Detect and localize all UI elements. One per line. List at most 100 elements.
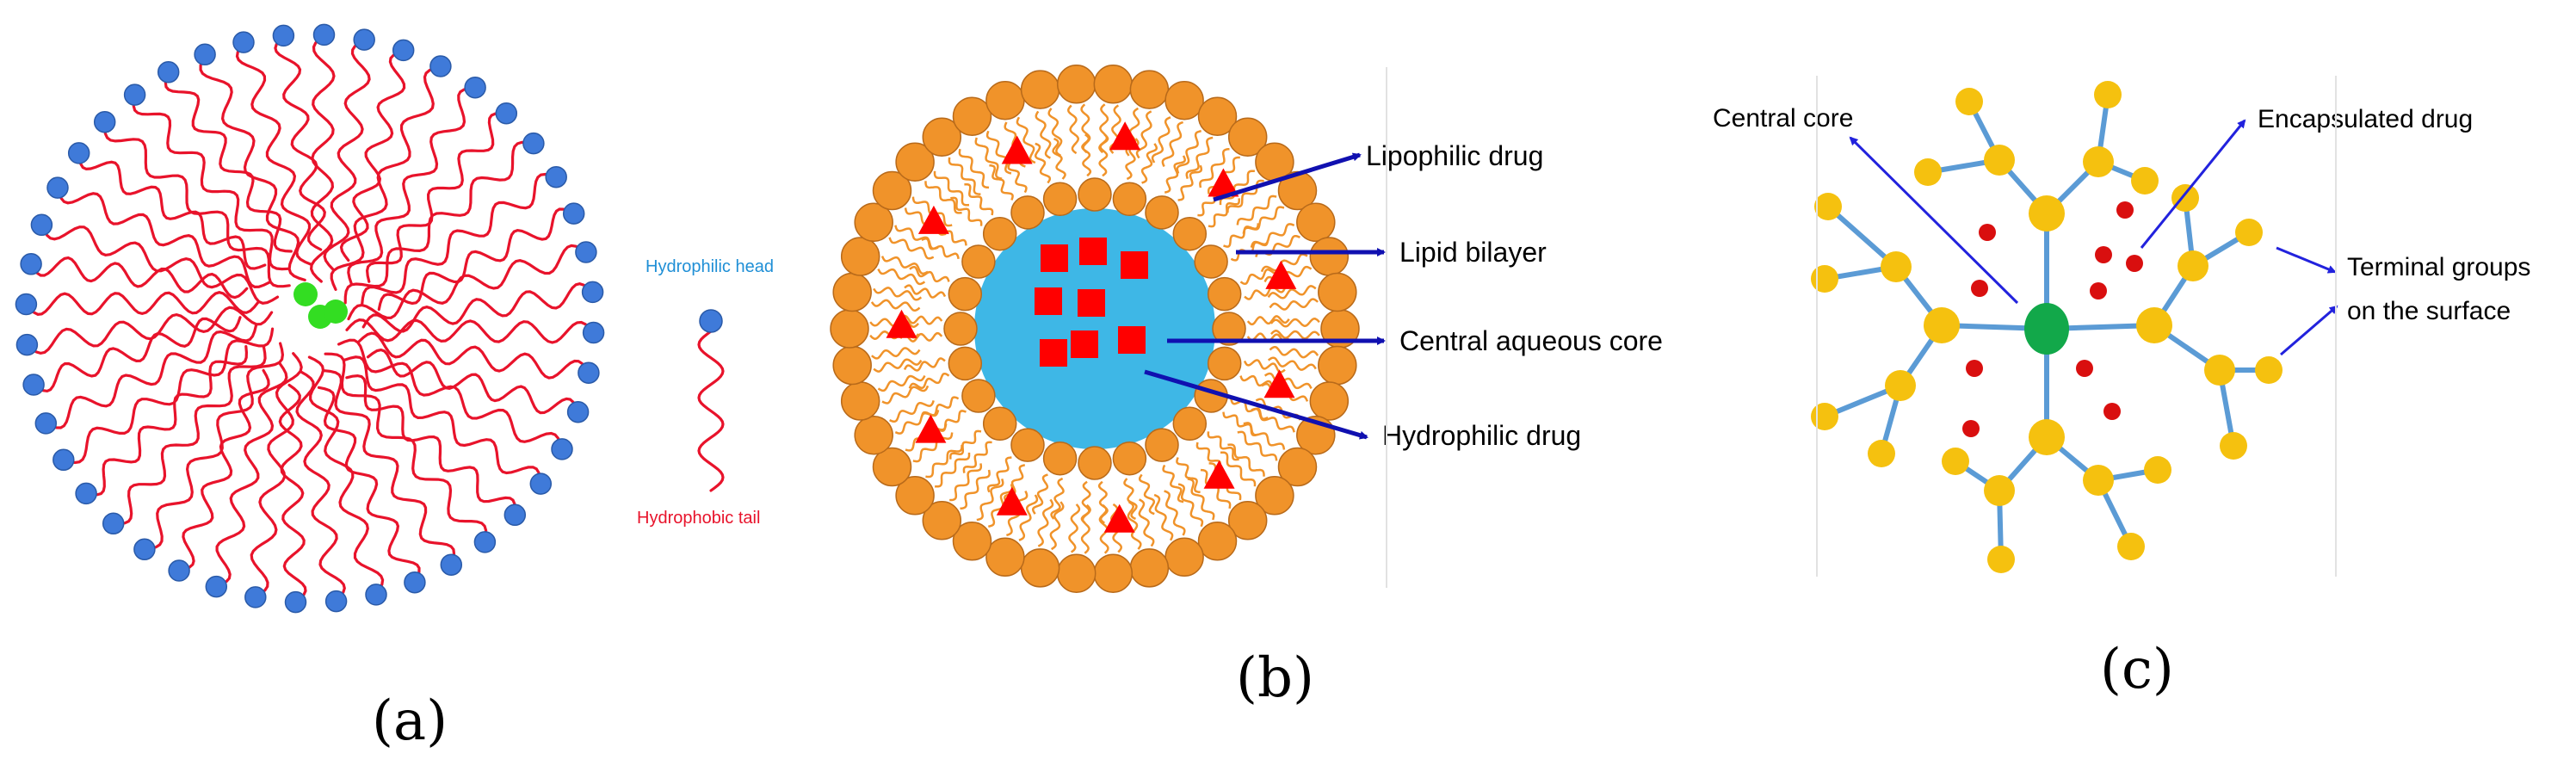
lipid-tail-inner <box>921 238 960 259</box>
lipid-head-outer <box>985 537 1025 577</box>
lipid-tail-inner <box>1123 478 1138 521</box>
lipid-head-inner <box>1010 195 1045 230</box>
lipid-tail-outer <box>924 181 962 214</box>
lipid-tail-outer <box>1135 110 1152 159</box>
hydrophilic-head <box>503 503 527 527</box>
hydrophilic-head <box>473 531 497 553</box>
hydrophilic-head <box>440 553 463 576</box>
lipid-tail-outer <box>925 444 963 479</box>
lipid-head-inner <box>1207 346 1242 381</box>
hydrophobic-tail <box>361 172 558 306</box>
lipid-head-inner <box>1112 441 1147 476</box>
hydrophilic-drug-square <box>1078 289 1105 317</box>
lipid-head-inner <box>961 379 996 413</box>
lipid-tail-outer <box>933 170 970 207</box>
dendrimer-core <box>2024 303 2069 355</box>
lipid-tail-outer <box>1199 147 1230 188</box>
hydrophobic-tail <box>323 38 371 271</box>
lipid-tail-outer <box>1269 298 1319 311</box>
lipid-tail-inner <box>1050 477 1065 520</box>
hydrophobic-tail <box>32 316 242 393</box>
hydrophobic-tail <box>377 207 576 312</box>
lipid-tail-inner <box>1207 431 1239 461</box>
lipid-head-outer <box>840 237 880 276</box>
lipid-tail-outer <box>1236 195 1277 225</box>
hydrophilic-head <box>34 412 58 435</box>
hydrophobic-tail <box>345 374 517 516</box>
lipid-tail-inner <box>1246 315 1290 326</box>
lipid-tail-inner <box>1243 359 1286 374</box>
lipid-tail-outer <box>1035 110 1052 159</box>
lipid-head-outer <box>1318 272 1357 312</box>
lipid-head-inner <box>1207 276 1242 312</box>
divider-c-right <box>2335 76 2337 577</box>
hydrophilic-head <box>562 202 585 225</box>
lipid-head-inner <box>948 346 983 381</box>
encapsulated-drug-dot <box>1971 280 1988 297</box>
lipid-head-inner <box>1042 182 1078 217</box>
lipid-tail-outer <box>1227 443 1265 477</box>
hydrophobic-tail <box>199 52 306 281</box>
lipid-tail-inner <box>909 265 950 283</box>
hydrophobic-tail <box>295 370 346 603</box>
lipid-tail-inner <box>1230 398 1269 420</box>
hydrophobic-tail <box>307 355 385 596</box>
hydrophobic-tail <box>29 256 249 300</box>
lipid-tail-inner <box>1081 133 1092 177</box>
lipid-tail-outer <box>1161 120 1184 168</box>
lipid-tail-outer <box>889 400 935 423</box>
hydrophobic-tail <box>330 65 442 291</box>
hydrophilic-head <box>575 241 597 263</box>
hydrophilic-head <box>429 55 452 77</box>
lipid-head-inner <box>1145 428 1179 462</box>
lipid-tail-inner <box>1177 164 1203 201</box>
hydrophobic-tail <box>317 386 421 584</box>
encapsulated-drug-dot <box>2076 360 2093 377</box>
hydrophilic-head <box>194 43 216 66</box>
encapsulated-drug-dot <box>2116 201 2134 219</box>
lipid-tail-inner <box>1222 411 1259 437</box>
lipophilic-drug-triangle <box>1203 460 1235 489</box>
generation-node <box>1885 370 1916 401</box>
lipid-head-outer <box>1093 553 1134 593</box>
hydrophilic-head <box>582 321 605 344</box>
lipid-head-inner <box>982 216 1017 251</box>
core-molecule <box>293 282 318 306</box>
hydrophilic-drug-square <box>1121 251 1148 279</box>
lipid-tail-outer <box>1049 501 1065 551</box>
hydrophilic-head <box>93 110 116 133</box>
terminal-group <box>2144 456 2171 484</box>
lipid-tail-outer <box>935 452 971 488</box>
hydrophilic-head <box>522 132 545 155</box>
lipid-tail-outer <box>976 479 1004 522</box>
encapsulated-drug-dot <box>2126 255 2143 272</box>
hydrophobic-tail <box>339 48 406 262</box>
label-arrow <box>1144 369 1368 440</box>
hydrophilic-head <box>30 213 53 237</box>
lipid-tail-inner <box>1223 223 1260 248</box>
lipophilic-drug-triangle <box>1001 135 1033 164</box>
lipid-tail-outer <box>1016 116 1036 164</box>
lipid-head-outer <box>830 309 869 349</box>
divider-c-left <box>1816 76 1818 577</box>
lipid-head-inner <box>1112 182 1147 217</box>
terminal-group <box>2171 184 2199 212</box>
hydrophobic-tail <box>347 86 477 285</box>
hydrophilic-head <box>46 176 69 199</box>
terminal-groups-label-line1: Terminal groups <box>2347 253 2531 281</box>
lipid-head-inner <box>1212 312 1246 346</box>
lipid-tail-inner <box>949 429 982 460</box>
generation-node <box>1924 307 1960 343</box>
terminal-group <box>2220 432 2247 460</box>
lipid-tail-outer <box>1037 498 1054 547</box>
lipid-tail-inner <box>1052 137 1066 180</box>
hydrophobic-tail <box>103 120 291 288</box>
lipid-head-outer <box>952 96 992 136</box>
hydrophilic-head <box>133 538 156 561</box>
lipid-tail-inner <box>904 284 947 299</box>
lipid-tail-inner <box>903 357 946 372</box>
lipid-tail-outer <box>958 148 990 189</box>
lipid-head-outer <box>1277 447 1318 487</box>
hydrophilic-head <box>22 374 45 396</box>
lipid-head-inner <box>1172 406 1208 442</box>
